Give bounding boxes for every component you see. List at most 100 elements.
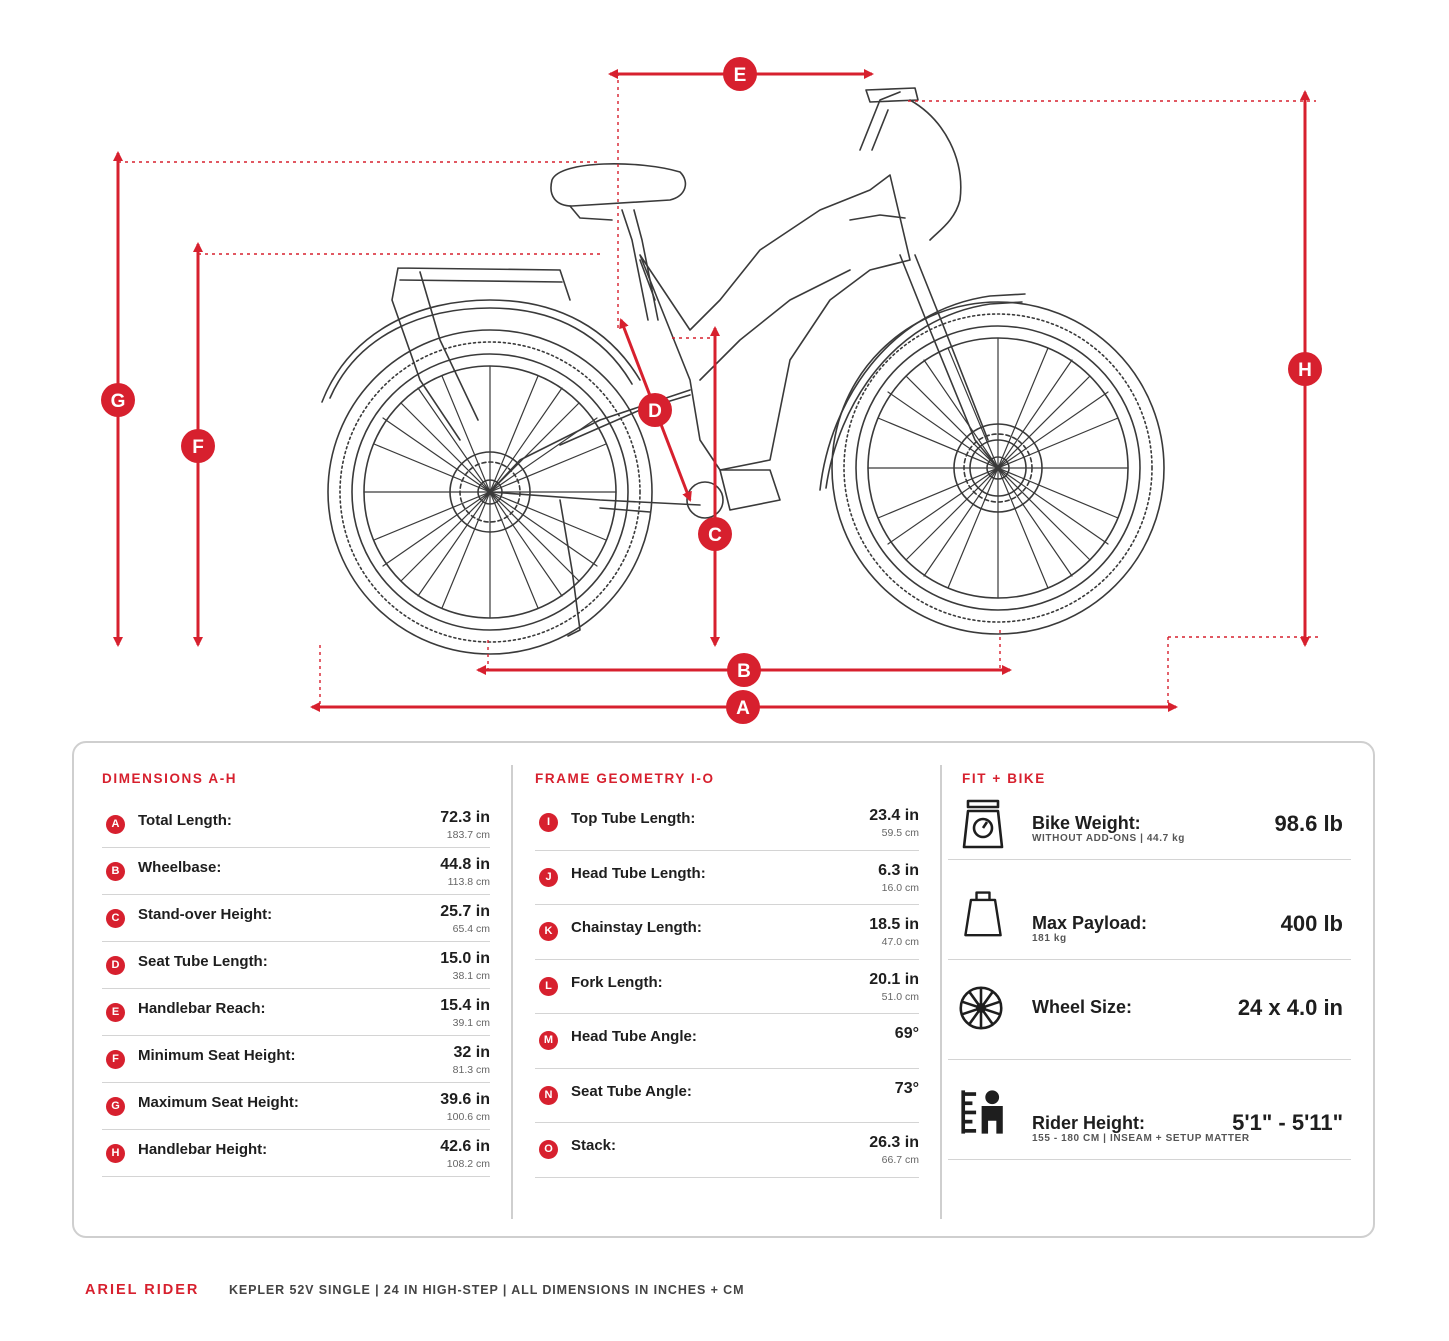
crank <box>686 481 724 519</box>
spec-label: Top Tube Length: <box>571 810 696 827</box>
svg-text:E: E <box>734 65 747 86</box>
spec-value-in: 42.6 in <box>440 1138 490 1155</box>
spec-value-in: 20.1 in <box>869 970 919 988</box>
fit-sub: 155 - 180 CM | INSEAM + SETUP MATTER <box>1032 1133 1250 1144</box>
bike-geometry-diagram: A B C D E F G H <box>101 57 1322 724</box>
fit-value: 24 x 4.0 in <box>1237 995 1343 1020</box>
svg-text:D: D <box>648 401 662 422</box>
letter-badge: H <box>106 1144 125 1163</box>
marker-e: E <box>723 57 757 91</box>
fit-label: Rider Height: <box>1032 1113 1146 1133</box>
fit-value: 5'1" - 5'11" <box>1232 1110 1343 1135</box>
fit-sub: WITHOUT ADD-ONS | 44.7 kg <box>1032 833 1185 844</box>
marker-f: F <box>181 429 215 463</box>
spec-value-cm: 47.0 cm <box>881 936 919 948</box>
spec-row: L Fork Length: 20.1 in 51.0 cm <box>535 959 919 1014</box>
letter-badge: D <box>106 956 125 975</box>
letter-badge: F <box>106 1050 125 1069</box>
letter-badge: J <box>539 867 558 887</box>
front-wheel <box>831 301 1165 635</box>
spec-label: Total Length: <box>138 812 232 829</box>
letter-badge: K <box>539 922 558 941</box>
wheel-icon <box>959 986 1003 1030</box>
letter-badge: O <box>539 1140 558 1159</box>
svg-text:A: A <box>736 698 750 719</box>
fit-value: 400 lb <box>1280 911 1343 936</box>
spec-value-cm: 16.0 cm <box>881 881 919 894</box>
front-fork <box>899 254 999 469</box>
spec-value-cm: 183.7 cm <box>446 829 490 841</box>
marker-a: A <box>726 690 760 724</box>
letter-badge: G <box>106 1097 125 1116</box>
spec-row: H Handlebar Height: 42.6 in 108.2 cm <box>102 1129 490 1177</box>
spec-value-in: 6.3 in <box>878 861 919 879</box>
svg-text:H: H <box>1298 360 1312 381</box>
spec-label: Wheelbase: <box>138 859 222 876</box>
rear-fender <box>321 299 641 403</box>
front-fender <box>819 293 1026 491</box>
fit-row-bike-weight: Bike Weight: WITHOUT ADD-ONS | 44.7 kg 9… <box>948 791 1351 860</box>
handlebar-stem <box>859 91 901 151</box>
spec-value-in: 15.4 in <box>440 997 490 1014</box>
marker-d: D <box>638 393 672 427</box>
spec-value-in: 15.0 in <box>440 950 490 967</box>
spec-value-cm: 51.0 cm <box>881 990 919 1003</box>
spec-value-cm: 65.4 cm <box>452 923 490 935</box>
spec-value-in: 23.4 in <box>869 807 919 824</box>
spec-value-in: 39.6 in <box>440 1091 490 1108</box>
letter-badge: I <box>539 813 558 832</box>
fit-value: 98.6 lb <box>1274 811 1343 836</box>
weight-icon <box>964 891 1002 937</box>
spec-value-in: 73° <box>894 1079 919 1097</box>
spec-label: Fork Length: <box>571 973 663 991</box>
fit-label: Max Payload: <box>1032 913 1148 933</box>
spec-value-cm: 38.1 cm <box>452 970 490 982</box>
spec-value-cm: 108.2 cm <box>446 1158 490 1170</box>
marker-c: C <box>698 517 732 551</box>
spec-value-cm: 81.3 cm <box>452 1064 490 1076</box>
column-divider <box>940 765 942 1219</box>
spec-value-in: 44.8 in <box>440 856 490 873</box>
letter-badge: N <box>539 1085 558 1105</box>
spec-row: D Seat Tube Length: 15.0 in 38.1 cm <box>102 941 490 989</box>
geometry-title: FRAME GEOMETRY I-O <box>535 771 715 786</box>
spec-value-cm: 100.6 cm <box>446 1111 490 1123</box>
spec-row: E Handlebar Reach: 15.4 in 39.1 cm <box>102 988 490 1036</box>
letter-badge: B <box>106 862 125 881</box>
svg-text:B: B <box>737 661 751 682</box>
dimension-arrows <box>113 69 1310 712</box>
spec-label: Seat Tube Length: <box>138 953 268 970</box>
frame-main <box>639 174 911 471</box>
spec-value-cm: 113.8 cm <box>447 876 490 888</box>
letter-badge: M <box>539 1031 558 1050</box>
fit-row-rider-height: Rider Height: 155 - 180 CM | INSEAM + SE… <box>948 1059 1351 1160</box>
dimensions-title: DIMENSIONS A-H <box>102 771 238 786</box>
spec-value-in: 72.3 in <box>440 809 490 826</box>
spec-label: Stack: <box>571 1137 617 1154</box>
spec-label: Head Tube Length: <box>571 864 706 882</box>
letter-badge: E <box>106 1003 125 1022</box>
spec-label: Stand-over Height: <box>138 906 273 923</box>
brand-name: ARIEL RIDER <box>85 1282 200 1298</box>
fit-sub: 181 kg <box>1032 933 1067 944</box>
svg-text:G: G <box>111 391 126 412</box>
marker-b: B <box>727 653 761 687</box>
spec-value-cm: 39.1 cm <box>452 1017 490 1029</box>
spec-label: Handlebar Height: <box>138 1141 268 1158</box>
spec-row: J Head Tube Length: 6.3 in 16.0 cm <box>535 850 919 905</box>
spec-label: Handlebar Reach: <box>138 1000 266 1017</box>
spec-value-in: 26.3 in <box>869 1134 919 1151</box>
spec-row: B Wheelbase: 44.8 in 113.8 cm <box>102 847 490 895</box>
marker-g: G <box>101 383 135 417</box>
letter-badge: L <box>539 976 558 996</box>
marker-h: H <box>1288 352 1322 386</box>
spec-value-in: 32 in <box>453 1044 490 1061</box>
scale-icon <box>962 799 1004 849</box>
